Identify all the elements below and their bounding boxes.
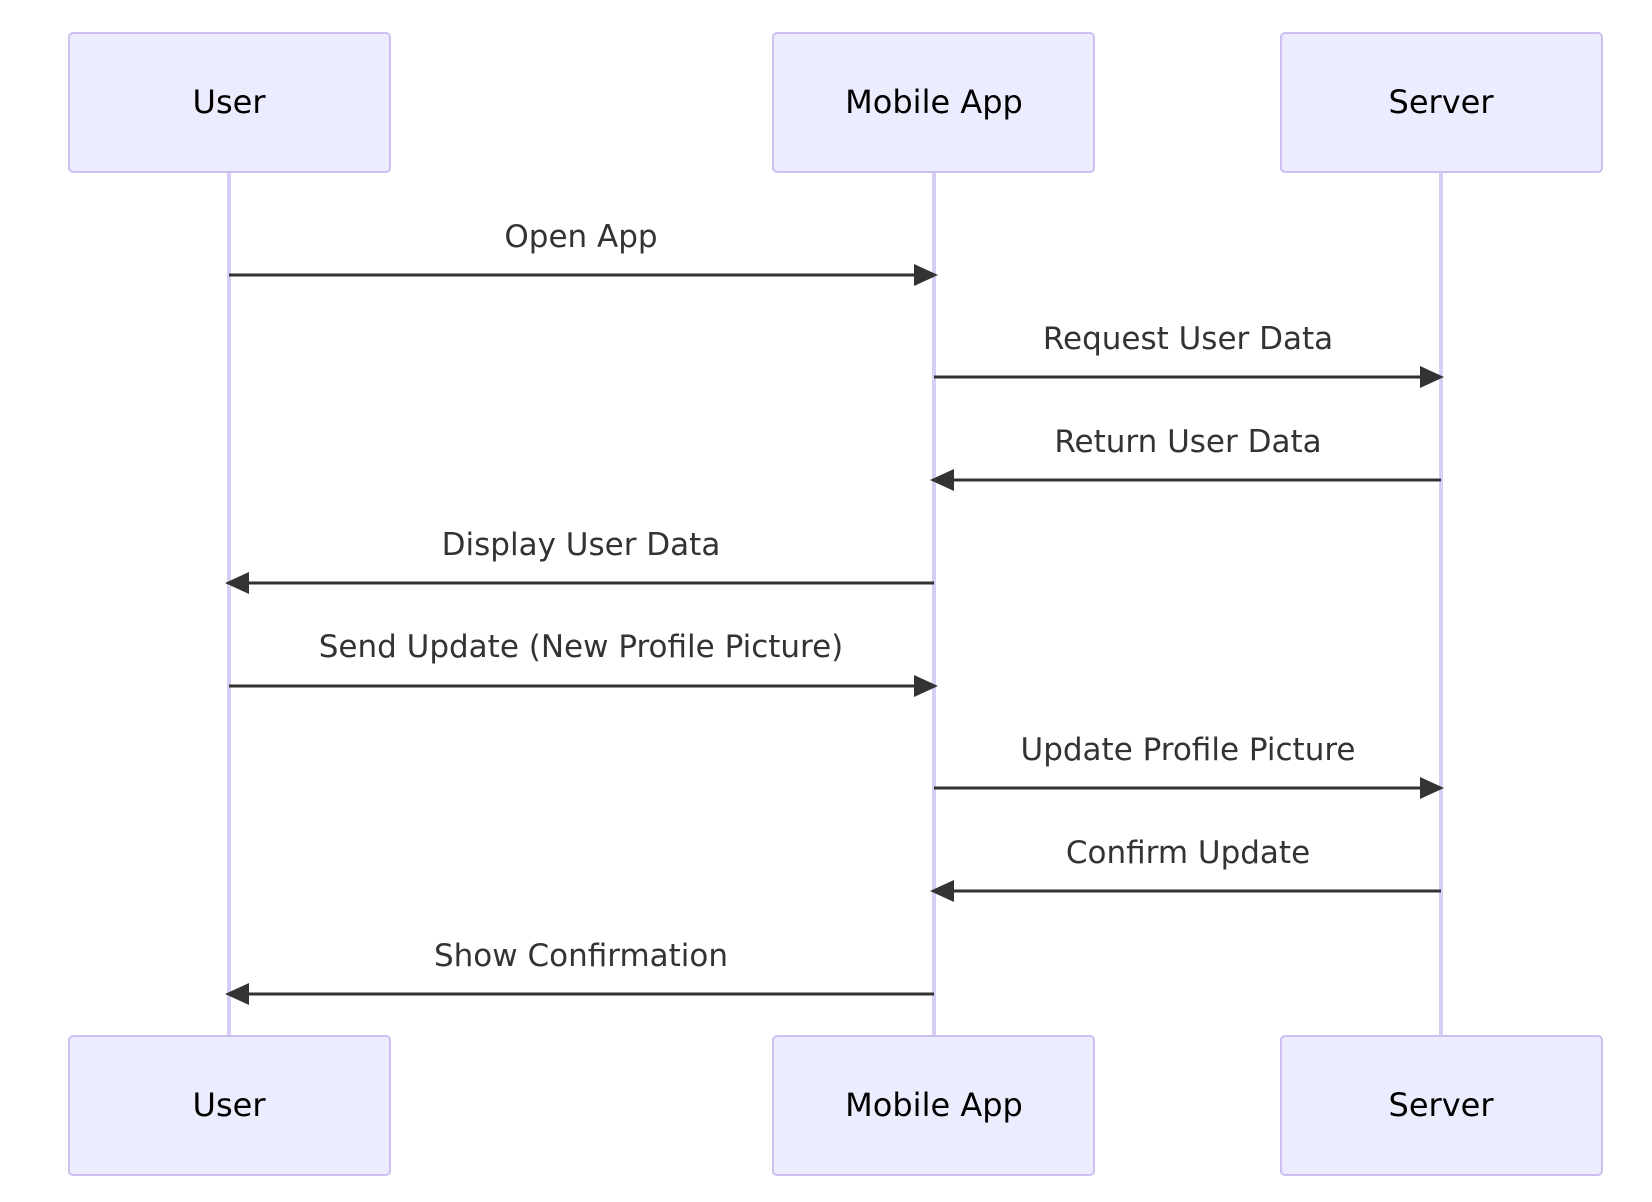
message-update-profile-picture: Update Profile Picture: [934, 732, 1444, 799]
arrowhead-icon: [914, 264, 938, 286]
actor-label: Server: [1389, 1086, 1495, 1124]
message-request-user-data: Request User Data: [934, 321, 1444, 388]
arrowhead-icon: [930, 469, 954, 491]
arrowhead-icon: [225, 572, 249, 594]
arrowhead-icon: [930, 880, 954, 902]
message-label: Display User Data: [442, 527, 721, 563]
actors-bottom: User Mobile App Server: [68, 1035, 1603, 1176]
message-label: Request User Data: [1043, 321, 1333, 357]
actors-top: User Mobile App Server: [68, 32, 1603, 173]
actor-label: User: [193, 83, 267, 121]
message-send-update: Send Update (New Profile Picture): [229, 629, 938, 697]
message-label: Confirm Update: [1066, 835, 1310, 871]
actor-server-top: Server: [1280, 32, 1603, 173]
message-label: Update Profile Picture: [1021, 732, 1356, 768]
actor-mobile-app-top: Mobile App: [772, 32, 1095, 173]
arrowhead-icon: [1420, 777, 1444, 799]
arrowhead-icon: [914, 675, 938, 697]
lifelines: [227, 172, 1443, 1036]
actor-user-bottom: User: [68, 1035, 391, 1176]
message-show-confirmation: Show Confirmation: [225, 938, 934, 1005]
actor-box: [68, 1035, 391, 1176]
actor-label: User: [193, 1086, 267, 1124]
actor-server-bottom: Server: [1280, 1035, 1603, 1176]
message-label: Send Update (New Profile Picture): [319, 629, 844, 665]
messages: Open App Request User Data Return User D…: [225, 219, 1444, 1005]
message-open-app: Open App: [229, 219, 938, 286]
actor-user-top: User: [68, 32, 391, 173]
actor-mobile-app-bottom: Mobile App: [772, 1035, 1095, 1176]
message-return-user-data: Return User Data: [930, 424, 1441, 491]
actor-label: Server: [1389, 83, 1495, 121]
message-label: Open App: [504, 219, 657, 255]
actor-label: Mobile App: [845, 1086, 1023, 1124]
arrowhead-icon: [225, 983, 249, 1005]
actor-box: [68, 32, 391, 173]
actor-box: [1280, 1035, 1603, 1176]
message-label: Show Confirmation: [434, 938, 728, 974]
arrowhead-icon: [1420, 366, 1444, 388]
message-label: Return User Data: [1054, 424, 1321, 460]
actor-box: [772, 1035, 1095, 1176]
message-confirm-update: Confirm Update: [930, 835, 1441, 902]
actor-box: [1280, 32, 1603, 173]
actor-box: [772, 32, 1095, 173]
actor-label: Mobile App: [845, 83, 1023, 121]
message-display-user-data: Display User Data: [225, 527, 934, 594]
